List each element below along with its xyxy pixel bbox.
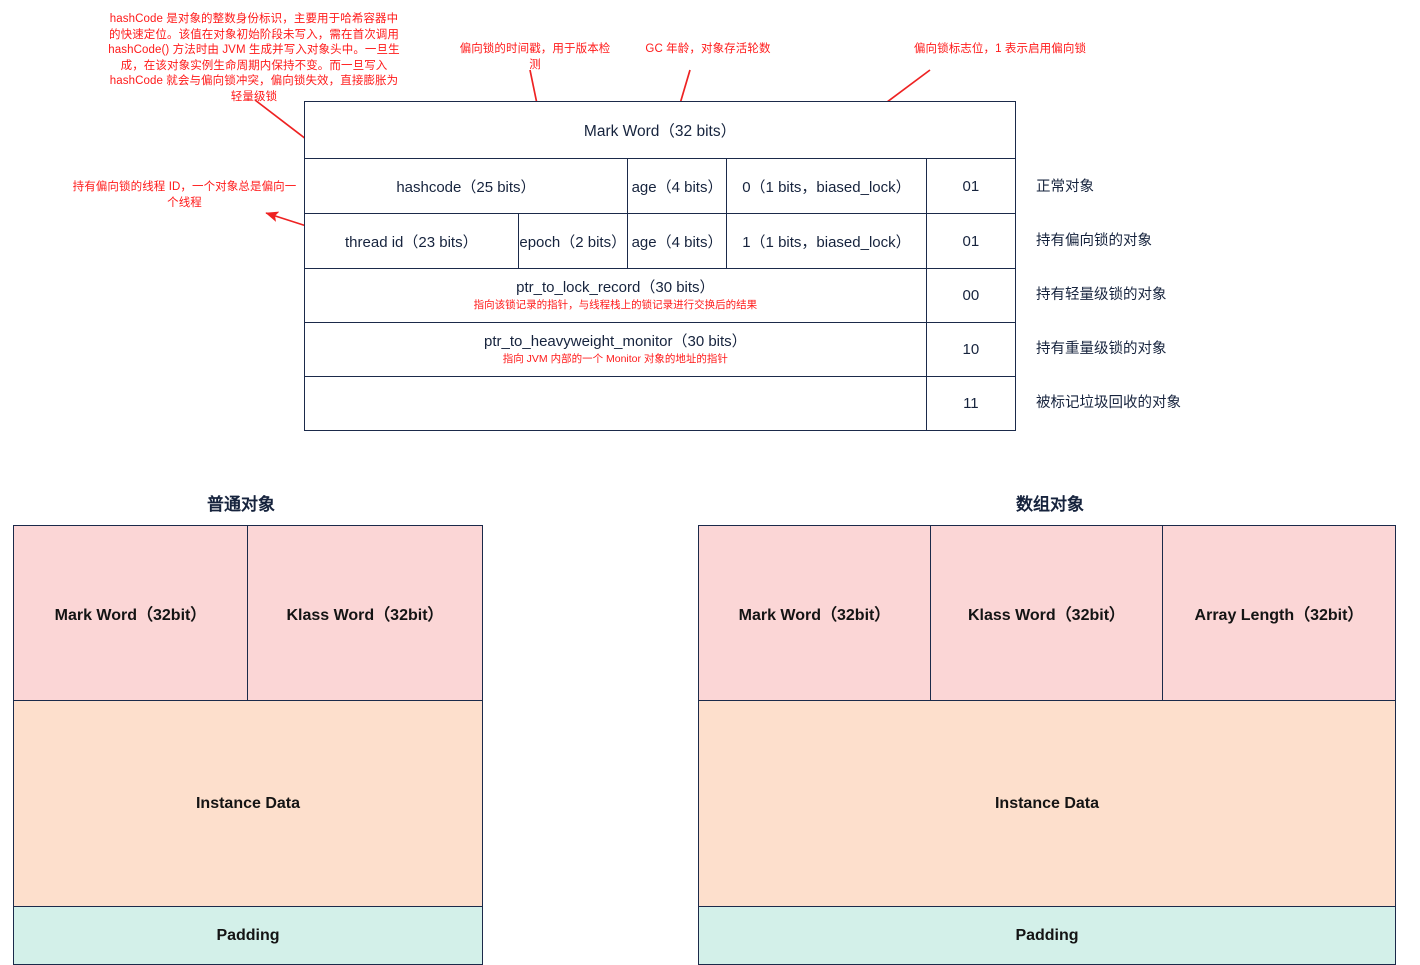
annotation-epoch: 偏向锁的时间戳，用于版本检测 <box>459 43 611 71</box>
cell-ptr-heavyweight-monitor-note: 指向 JVM 内部的一个 Monitor 对象的地址的指针 <box>502 352 728 365</box>
row-label-normal-object: 正常对象 <box>1036 179 1094 195</box>
array-instance-data-cell: Instance Data <box>698 701 1396 907</box>
row-label-gc-marked-object: 被标记垃圾回收的对象 <box>1036 395 1181 411</box>
table-row-heavyweight-lock: ptr_to_heavyweight_monitor（30 bits） 指向 J… <box>304 322 1017 377</box>
annotation-hashcode: hashCode 是对象的整数身份标识，主要用于哈希容器中的快速定位。该值在对象… <box>108 13 400 103</box>
annotation-gc-age: GC 年龄，对象存活轮数 <box>645 43 771 55</box>
array-length-cell: Array Length（32bit） <box>1163 525 1396 701</box>
array-object-header-row: Mark Word（32bit） Klass Word（32bit） Array… <box>698 525 1396 701</box>
row-label-lightweight-object: 持有轻量级锁的对象 <box>1036 287 1167 303</box>
cell-ptr-lock-record-note: 指向该锁记录的指针，与线程栈上的锁记录进行交换后的结果 <box>473 298 758 311</box>
cell-biased-lock-biased: 1（1 bits，biased_lock） <box>726 213 927 269</box>
row-label-heavyweight-object: 持有重量级锁的对象 <box>1036 341 1167 357</box>
cell-ptr-lock-record: ptr_to_lock_record（30 bits） <box>516 279 715 297</box>
table-row-normal-object: hashcode（25 bits） age（4 bits） 0（1 bits，b… <box>304 158 1017 214</box>
array-mark-word-cell: Mark Word（32bit） <box>698 525 931 701</box>
table-row-header: Mark Word（32 bits） <box>304 101 1016 159</box>
annotation-biased-lock-flag: 偏向锁标志位，1 表示启用偏向锁 <box>913 43 1087 55</box>
cell-age-biased: age（4 bits） <box>626 213 728 269</box>
array-klass-word-cell: Klass Word（32bit） <box>931 525 1163 701</box>
cell-thread-id: thread id（23 bits） <box>304 213 519 269</box>
plain-padding-cell: Padding <box>13 907 483 965</box>
cell-hashcode: hashcode（25 bits） <box>304 158 628 214</box>
cell-lock-tag-normal: 01 <box>925 158 1017 214</box>
cell-lock-tag-lightweight: 00 <box>925 268 1017 323</box>
mark-word-header-cell: Mark Word（32 bits） <box>304 101 1016 159</box>
table-row-gc-marked: 11 <box>304 376 1017 431</box>
cell-age-normal: age（4 bits） <box>626 158 728 214</box>
plain-instance-data-cell: Instance Data <box>13 701 483 907</box>
plain-object-header-row: Mark Word（32bit） Klass Word（32bit） <box>13 525 483 701</box>
table-row-biased-object: thread id（23 bits） epoch（2 bits） age（4 b… <box>304 213 1017 269</box>
cell-lock-tag-gc: 11 <box>925 376 1017 431</box>
array-object-title: 数组对象 <box>1016 495 1084 514</box>
cell-ptr-heavyweight-monitor: ptr_to_heavyweight_monitor（30 bits） <box>484 333 747 351</box>
row-label-biased-object: 持有偏向锁的对象 <box>1036 233 1152 249</box>
table-row-lightweight-lock: ptr_to_lock_record（30 bits） 指向该锁记录的指针，与线… <box>304 268 1017 323</box>
annotation-thread-id: 持有偏向锁的线程 ID，一个对象总是偏向一个线程 <box>72 181 297 209</box>
plain-object-title: 普通对象 <box>207 495 275 514</box>
plain-object-layout: Mark Word（32bit） Klass Word（32bit） Insta… <box>13 525 483 965</box>
cell-biased-lock-normal: 0（1 bits，biased_lock） <box>726 158 927 214</box>
array-object-layout: Mark Word（32bit） Klass Word（32bit） Array… <box>698 525 1396 965</box>
cell-epoch: epoch（2 bits） <box>517 213 628 269</box>
mark-word-table: Mark Word（32 bits） hashcode（25 bits） age… <box>304 101 1017 431</box>
cell-lock-tag-biased: 01 <box>925 213 1017 269</box>
cell-gc-empty <box>304 376 927 431</box>
array-padding-cell: Padding <box>698 907 1396 965</box>
plain-mark-word-cell: Mark Word（32bit） <box>13 525 248 701</box>
cell-lock-tag-heavyweight: 10 <box>925 322 1017 377</box>
plain-klass-word-cell: Klass Word（32bit） <box>248 525 483 701</box>
